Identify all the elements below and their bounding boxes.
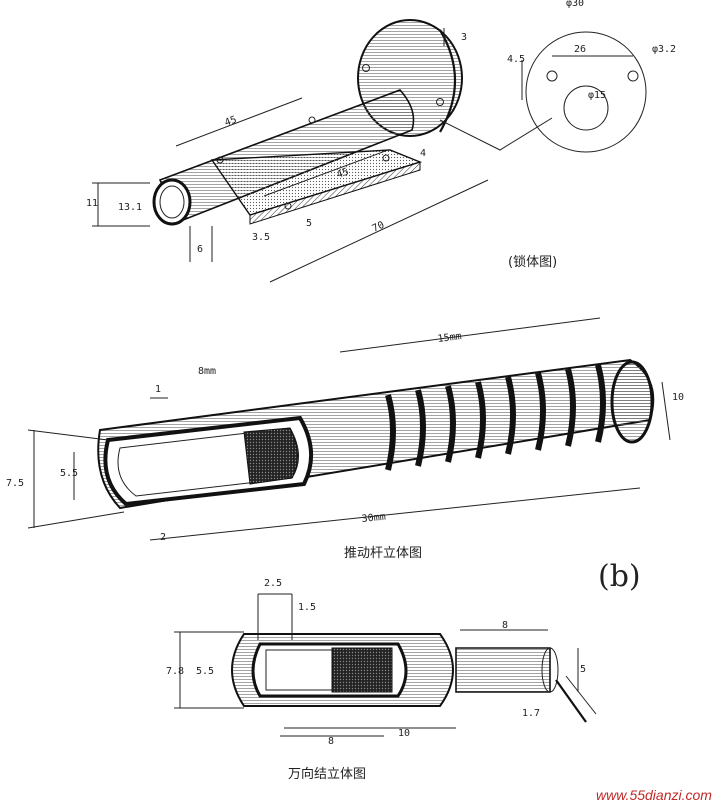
dim-5-5-rod: 5.5 — [60, 468, 78, 479]
dim-30mm: 30mm — [361, 512, 386, 525]
dim-3-5: 3.5 — [252, 232, 270, 243]
dim-26: 26 — [574, 44, 586, 55]
dim-10-rod: 10 — [672, 392, 684, 403]
lock-flange-edge — [439, 29, 456, 133]
dim-6: 6 — [197, 244, 203, 255]
universal-joint-caption: 万向结立体图 — [288, 766, 366, 782]
figure-label-b: (b) — [598, 559, 641, 594]
dim-1-5: 1.5 — [298, 602, 316, 613]
dim-8-bottom: 8 — [328, 736, 334, 747]
push-rod-caption: 推动杆立体图 — [344, 546, 422, 561]
lock-tube-end — [152, 178, 192, 226]
push-rod-insert — [243, 427, 298, 485]
lock-view-caption: (锁体图) — [508, 254, 557, 270]
dim-45-bottom: 45 — [335, 166, 350, 180]
dim-phi30: φ30 — [566, 0, 584, 9]
dim-5: 5 — [306, 218, 312, 229]
lock-body-view: 3 φ30 45 45 4 70 11 13.1 6 3.5 5 26 φ3.2… — [86, 0, 676, 283]
ujoint-insert — [331, 647, 393, 693]
dim-1: 1 — [155, 384, 161, 395]
dim-7-8: 7.8 — [166, 666, 184, 677]
dim-5-joint: 5 — [580, 664, 586, 675]
dim-5-5-joint: 5.5 — [196, 666, 214, 677]
dim-4-5: 4.5 — [507, 54, 525, 65]
dim-2-5: 2.5 — [264, 578, 282, 589]
dim-10-joint: 10 — [398, 728, 410, 739]
universal-joint-view: 2.5 1.5 7.8 5.5 8 5 1.7 8 10 万向结立体图 — [166, 578, 597, 782]
ujoint-shaft — [455, 647, 551, 693]
lock-detail-circle — [525, 31, 647, 153]
dim-1-7: 1.7 — [522, 708, 540, 719]
push-rod-view: 15mm 10 8mm 1 7.5 5.5 30mm 2 推动杆立体图 (b) — [6, 317, 684, 594]
dim-3: 3 — [461, 32, 467, 43]
dim-phi3-2: φ3.2 — [652, 44, 676, 55]
dim-45-top: 45 — [223, 114, 238, 128]
dim-13-1: 13.1 — [118, 202, 142, 213]
dim-11: 11 — [86, 198, 98, 209]
push-rod-ribs — [385, 364, 606, 471]
dim-4: 4 — [420, 148, 426, 159]
dim-2: 2 — [160, 532, 166, 543]
dim-70: 70 — [371, 220, 387, 235]
dim-phi15: φ15 — [588, 90, 606, 101]
dim-8mm: 8mm — [198, 366, 216, 377]
dim-8-shaft: 8 — [502, 620, 508, 631]
dim-7-5: 7.5 — [6, 478, 24, 489]
watermark: www.55dianzi.com — [596, 787, 712, 803]
dim-15mm: 15mm — [437, 331, 462, 345]
